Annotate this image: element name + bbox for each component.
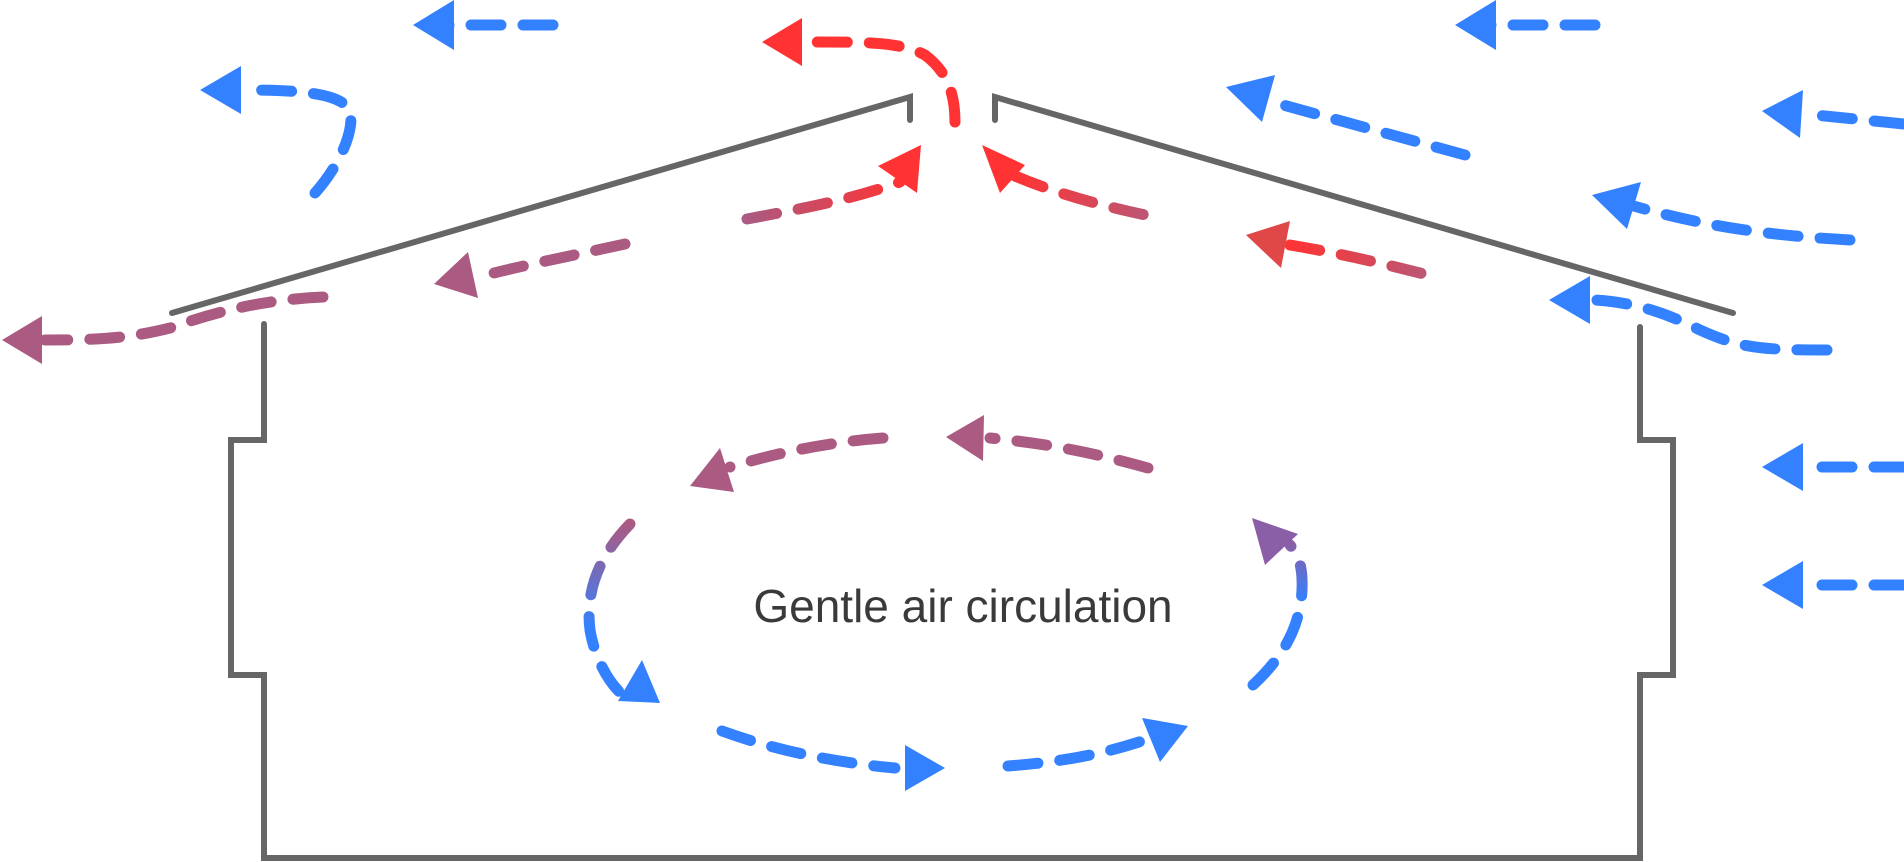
arrowhead-icon — [1592, 182, 1641, 229]
roof-right — [992, 92, 1736, 316]
arrowhead-icon — [1762, 443, 1803, 491]
arrowhead-icon — [1762, 90, 1803, 138]
outside-airflow — [200, 0, 1904, 609]
arrowhead-icon — [762, 18, 802, 66]
arrowhead-icon — [690, 448, 734, 492]
arrowhead-icon — [200, 66, 241, 114]
circulation-arrow-left-side — [583, 518, 660, 703]
rising-air-right-arrow — [982, 145, 1166, 224]
wind-arrow-top-left — [413, 0, 559, 50]
arrowhead-icon — [1226, 75, 1275, 122]
arrowhead-icon — [618, 660, 660, 703]
arrowhead-icon — [413, 0, 454, 50]
arrowhead-icon — [2, 316, 42, 364]
wind-arrow-curl-left — [200, 66, 357, 199]
circulation-arrow-right-side — [1247, 518, 1308, 691]
arrowhead-icon — [1246, 221, 1290, 268]
wind-arrow-right-mid — [1592, 182, 1856, 246]
indoor-circulation: Gentle air circulation — [583, 415, 1308, 791]
arrowhead-icon — [1762, 561, 1803, 609]
wind-arrow-far-right — [1762, 90, 1904, 138]
arrowhead-icon — [1455, 0, 1496, 50]
ridge-exhaust-arrow — [762, 18, 961, 128]
roof-airflow — [2, 18, 1442, 364]
circulation-label: Gentle air circulation — [753, 580, 1172, 632]
arrowhead-icon — [878, 145, 921, 193]
wind-arrow-top-right — [1455, 0, 1601, 50]
circulation-arrow-top-right — [946, 415, 1154, 474]
arrowhead-icon — [1549, 276, 1590, 324]
arrowhead-icon — [905, 745, 945, 791]
arrowhead-icon — [434, 252, 478, 298]
circulation-arrow-bottom-left — [716, 725, 945, 791]
circulation-arrow-top-left — [690, 432, 889, 492]
under-roof-right-arrow — [1246, 221, 1442, 283]
arrowhead-icon — [1142, 718, 1188, 762]
arrowhead-icon — [982, 145, 1025, 193]
roof-left — [169, 92, 913, 316]
wind-arrow-over-roof — [1226, 75, 1471, 161]
arrowhead-icon — [1252, 518, 1298, 565]
wind-arrow-eave-right — [1549, 276, 1833, 356]
wind-arrow-wall-lower — [1762, 561, 1904, 609]
walls — [228, 321, 1676, 861]
wind-arrow-wall-upper — [1762, 443, 1904, 491]
circulation-arrow-bottom-right — [1002, 718, 1188, 772]
house-outline — [169, 92, 1736, 861]
arrowhead-icon — [946, 415, 984, 461]
eave-exhaust-left-arrow — [2, 291, 329, 364]
rising-air-left-arrow — [741, 145, 921, 225]
under-roof-left-arrow — [434, 238, 631, 298]
